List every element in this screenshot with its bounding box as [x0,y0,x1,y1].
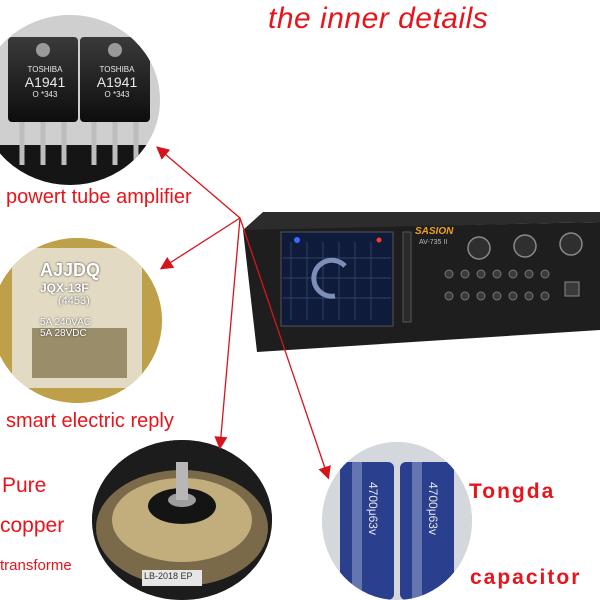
capacitor-label-line1: Tongda [469,480,556,503]
transformer-label-line2: copper [0,514,65,537]
power-tube-label: powert tube amplifier [6,186,192,208]
chip-brand: TOSHIBA [99,65,135,74]
relay-text: AJJDQ JQX-13F (4453) 5A 240VAC 5A 28VDC [40,260,150,339]
capacitor-photo: 4700μ63v 4700μ63v [322,442,472,600]
chip-label-right: TOSHIBA A1941 O *343 [86,65,148,99]
page-title: the inner details [268,2,489,35]
chip-brand: TOSHIBA [27,65,63,74]
capacitor-rating-left: 4700μ63v [366,482,380,535]
amplifier-brand: SASION [415,226,454,237]
amplifier-device: SASION AV-735 II [243,212,600,352]
relay-code: (4453) [58,295,90,307]
relay-rating-dc: 5A 28VDC [40,328,87,339]
relay-model: JQX-13F [40,281,89,295]
chip-model: A1941 [24,74,66,90]
capacitor-rating-right: 4700μ63v [426,482,440,535]
transistors-photo: TOSHIBA A1941 O *343 TOSHIBA A1941 O *34… [0,15,160,185]
arrow-to-transformer [214,217,241,450]
chip-code: O *343 [104,90,130,99]
relay-label: smart electric reply [6,410,174,432]
chip-code: O *343 [32,90,58,99]
chip-label-left: TOSHIBA A1941 O *343 [14,65,76,99]
relay-photo: AJJDQ JQX-13F (4453) 5A 240VAC 5A 28VDC [0,238,162,403]
transformer-label-line3: transforme [0,557,72,574]
transformer-photo: LB-2018 EP [92,440,272,600]
transformer-tag: LB-2018 EP [144,571,193,581]
relay-rating-ac: 5A 240VAC [40,317,91,328]
chip-model: A1941 [96,74,138,90]
transformer-label-line1: Pure [2,474,47,497]
amplifier-model: AV-735 II [419,239,448,246]
arrow-to-relay [159,217,241,270]
capacitor-label-line2: capacitor [470,566,582,589]
relay-brand: AJJDQ [40,260,101,280]
